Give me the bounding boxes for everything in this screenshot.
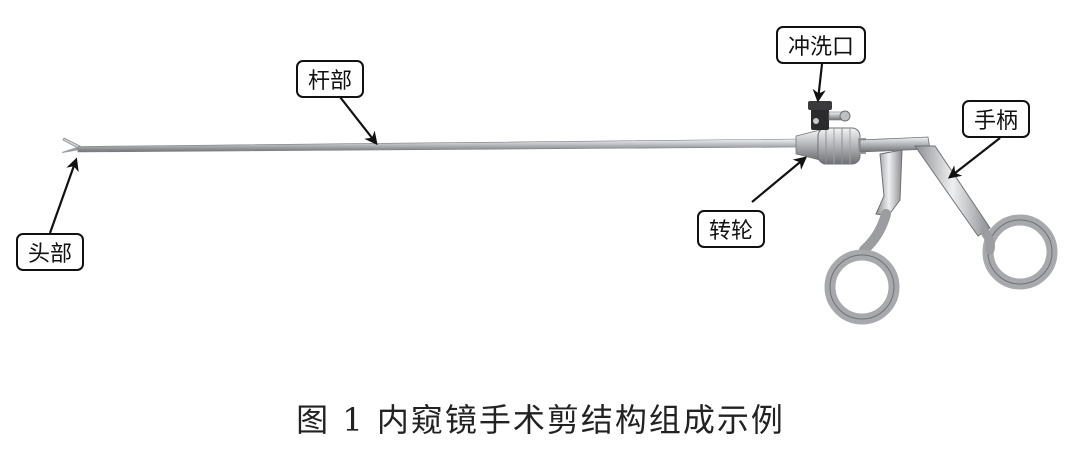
label-rotating-wheel: 转轮: [697, 210, 765, 248]
annotation-arrows: [48, 63, 1001, 234]
arrow-rotating-wheel: [751, 156, 808, 203]
scissor-tip: [62, 137, 81, 153]
label-handle: 手柄: [962, 100, 1030, 138]
figure-caption: 图 1 内窥镜手术剪结构组成示例: [296, 401, 785, 439]
arrow-flush-port: [812, 63, 826, 103]
handle: [824, 136, 1058, 325]
label-flush-port: 冲洗口: [776, 26, 866, 64]
label-tip: 头部: [16, 233, 84, 271]
label-shaft: 杆部: [296, 60, 364, 98]
arrow-handle: [947, 137, 1001, 179]
flush-port: [808, 101, 851, 130]
shaft: [77, 138, 801, 153]
rotating-wheel: [795, 127, 866, 165]
arrow-shaft: [339, 96, 378, 146]
arrow-tip: [48, 157, 79, 234]
